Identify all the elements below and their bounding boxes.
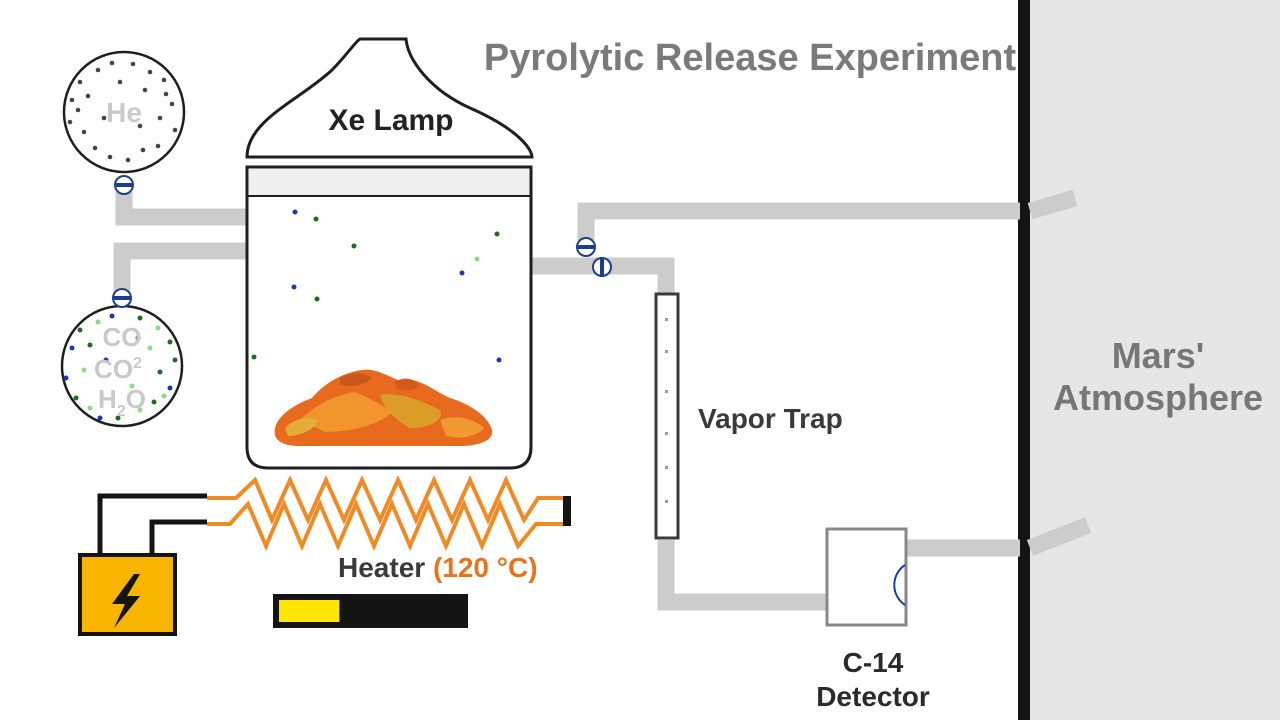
vessel-particles [251,209,502,363]
c14-detector [825,527,908,627]
xe-lamp-dome [245,37,534,159]
vapor-trap-marks [665,318,668,503]
heater-end-cap [563,496,571,526]
vapor-trap [654,292,680,540]
lamp-window [249,169,529,195]
atmosphere-panel [1030,0,1280,720]
he-particles [67,60,178,163]
co2-label: CO2 [94,354,142,384]
page-title: Pyrolytic Release Experiment [484,37,1017,79]
heater-name: Heater [338,552,425,583]
atmosphere-label-line1: Mars' [1112,335,1205,376]
heater-label: Heater (120 °C) [338,552,538,583]
heater-coil [207,475,567,552]
co2-tank-particles [63,313,178,421]
co2-label-sup: 2 [133,355,142,372]
h2o-label-post: O [126,384,146,414]
he-tank [62,50,186,174]
intake-valve-icon[interactable] [576,237,596,257]
co2-label-main: CO [94,354,133,384]
detector-sensor [893,564,906,606]
power-wire-inner [149,519,207,556]
atmosphere-intake-stub [1027,189,1078,220]
detector-label-line2: Detector [816,681,930,712]
heater-temperature: (120 °C) [433,552,538,583]
h2o-label: H2O [98,384,146,420]
detector-exhaust-stub [1026,517,1092,556]
detector-label-line1: C-14 [843,647,904,678]
he-valve-icon[interactable] [114,175,134,195]
vapor-trap-label: Vapor Trap [698,403,843,434]
xe-lamp-label: Xe Lamp [328,104,453,137]
outlet-valve-icon[interactable] [592,257,612,277]
atmosphere-label-line2: Atmosphere [1053,377,1263,418]
h2o-label-pre: H [98,384,117,414]
co-label-main: CO [103,322,142,352]
heater-progress-fill [279,600,340,622]
soil-sample [274,369,493,446]
power-wire-outer [97,493,207,556]
co-label: CO [103,322,142,352]
co2-valve-icon[interactable] [112,288,132,308]
detector-inlet-pipe [657,540,847,611]
lightning-bolt-icon [112,574,140,628]
h2o-label-sub: 2 [117,403,126,420]
atmosphere-wall [1018,0,1030,720]
he-tank-label: He [106,97,142,128]
atmosphere-intake-pipe [577,202,1020,240]
